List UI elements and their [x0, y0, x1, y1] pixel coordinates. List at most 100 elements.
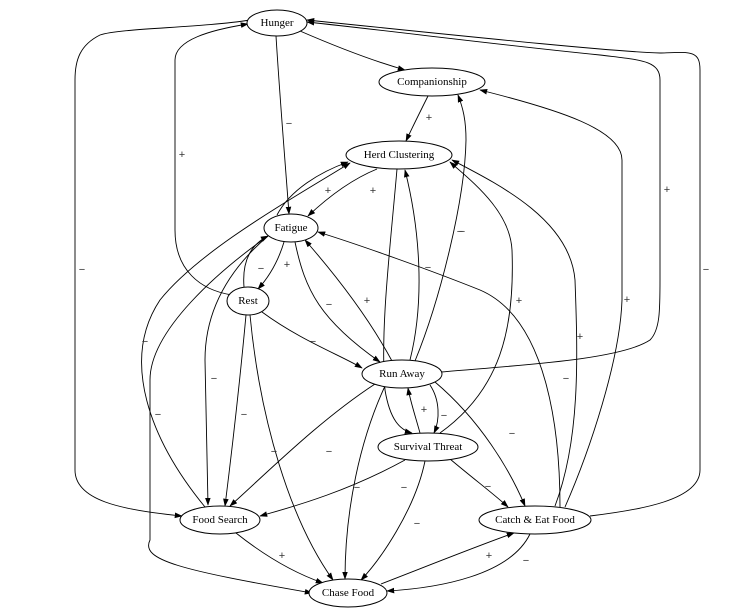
edge-path [449, 458, 509, 508]
edge-sign-label: − [414, 518, 420, 530]
edge-runaway-to-companionship [414, 94, 467, 362]
edge-threat-to-herd [439, 161, 513, 434]
edge-path [141, 162, 351, 508]
edge-catch-to-hunger [306, 17, 701, 517]
edge-path [451, 159, 578, 507]
edge-sign-label: + [370, 185, 376, 197]
edge-sign-label: − [326, 446, 332, 458]
node-ellipse [345, 140, 453, 170]
edge-sign-label: − [258, 263, 264, 275]
edge-chase-to-catch [380, 532, 515, 585]
edge-path [404, 169, 420, 361]
edge-sign-label: + [624, 294, 630, 306]
edge-sign-label: + [364, 295, 370, 307]
edge-sign-label: − [425, 262, 431, 274]
edge-path [243, 235, 269, 288]
edge-path [434, 381, 526, 507]
node-foodsearch: Food Search [179, 505, 261, 535]
edge-path [405, 95, 429, 142]
node-label: Hunger [261, 17, 294, 29]
edge-rest-to-hunger [174, 22, 249, 296]
edge-sign-label: + [325, 185, 331, 197]
edge-path [294, 241, 381, 363]
edge-path [304, 239, 393, 362]
edge-sign-label: − [441, 410, 447, 422]
edge-path [317, 231, 561, 508]
node-label: Survival Threat [394, 441, 463, 453]
edge-catch-to-chase [386, 533, 531, 594]
node-ellipse [246, 9, 308, 37]
edge-sign-label: − [241, 409, 247, 421]
node-runaway: Run Away [361, 359, 443, 389]
node-fatigue: Fatigue [263, 213, 319, 243]
node-ellipse [263, 213, 319, 243]
edge-path [261, 311, 363, 369]
edge-path [360, 460, 426, 581]
edge-path [414, 94, 467, 362]
edge-path [299, 30, 406, 71]
edge-path [306, 19, 661, 373]
edge-sign-label: + [284, 259, 290, 271]
edge-sign-label: + [516, 295, 522, 307]
edge-foodsearch-to-herd [141, 162, 351, 508]
edge-runaway-to-hunger [306, 19, 661, 373]
edge-path [429, 384, 440, 434]
edge-sign-label: + [664, 184, 670, 196]
node-chase: Chase Food [308, 578, 388, 608]
edge-path [275, 35, 292, 215]
edge-sign-label: + [279, 550, 285, 562]
edge-path [259, 459, 406, 517]
edge-foodsearch-to-chase [235, 532, 324, 584]
node-label: Fatigue [275, 222, 308, 234]
edge-runaway-to-foodsearch [229, 383, 376, 507]
edge-path [229, 383, 376, 507]
edge-sign-label: − [142, 336, 148, 348]
edge-hunger-to-foodsearch [74, 19, 251, 519]
edge-companionship-to-herd [405, 95, 429, 142]
edge-sign-label: − [459, 226, 465, 238]
edge-fatigue-to-rest [257, 241, 285, 290]
node-hunger: Hunger [246, 9, 308, 37]
edge-sign-label: + [421, 404, 427, 416]
edge-threat-to-runaway [406, 387, 421, 434]
edge-path [249, 314, 334, 581]
edge-sign-label: − [155, 409, 161, 421]
edge-path [307, 168, 378, 217]
node-label: Catch & Eat Food [495, 514, 575, 526]
edge-threat-to-catch [449, 458, 509, 508]
node-herd: Herd Clustering [345, 140, 453, 170]
node-catch: Catch & Eat Food [478, 505, 592, 535]
node-label: Chase Food [322, 587, 375, 599]
edge-path [439, 161, 513, 434]
edge-catch-to-fatigue [317, 231, 561, 508]
node-ellipse [179, 505, 261, 535]
edge-path [148, 235, 313, 595]
edge-sign-label: − [509, 428, 515, 440]
edge-path [383, 168, 413, 434]
node-label: Herd Clustering [364, 149, 435, 161]
edge-path [276, 161, 349, 216]
edge-sign-label: + [486, 550, 492, 562]
node-ellipse [478, 505, 592, 535]
edge-path [204, 235, 269, 506]
node-ellipse [377, 432, 479, 462]
edge-sign-label: − [211, 373, 217, 385]
node-label: Run Away [379, 368, 425, 380]
edge-catch-to-herd [451, 159, 578, 507]
edge-path [306, 17, 701, 517]
edge-hunger-to-companionship [299, 30, 406, 71]
edge-catch-to-companionship [479, 89, 623, 508]
edge-herd-to-threat [383, 168, 413, 434]
edge-sign-label: − [401, 482, 407, 494]
node-rest: Rest [226, 286, 270, 316]
edge-fatigue-to-herd [276, 161, 349, 216]
edge-sign-label: − [286, 118, 292, 130]
edge-rest-to-foodsearch [223, 314, 247, 507]
edge-sign-label: − [271, 446, 277, 458]
edge-sign-label: − [485, 481, 491, 493]
edge-sign-label: + [179, 149, 185, 161]
edge-rest-to-runaway [261, 311, 363, 369]
edge-path [342, 385, 386, 580]
edge-path [406, 387, 421, 434]
